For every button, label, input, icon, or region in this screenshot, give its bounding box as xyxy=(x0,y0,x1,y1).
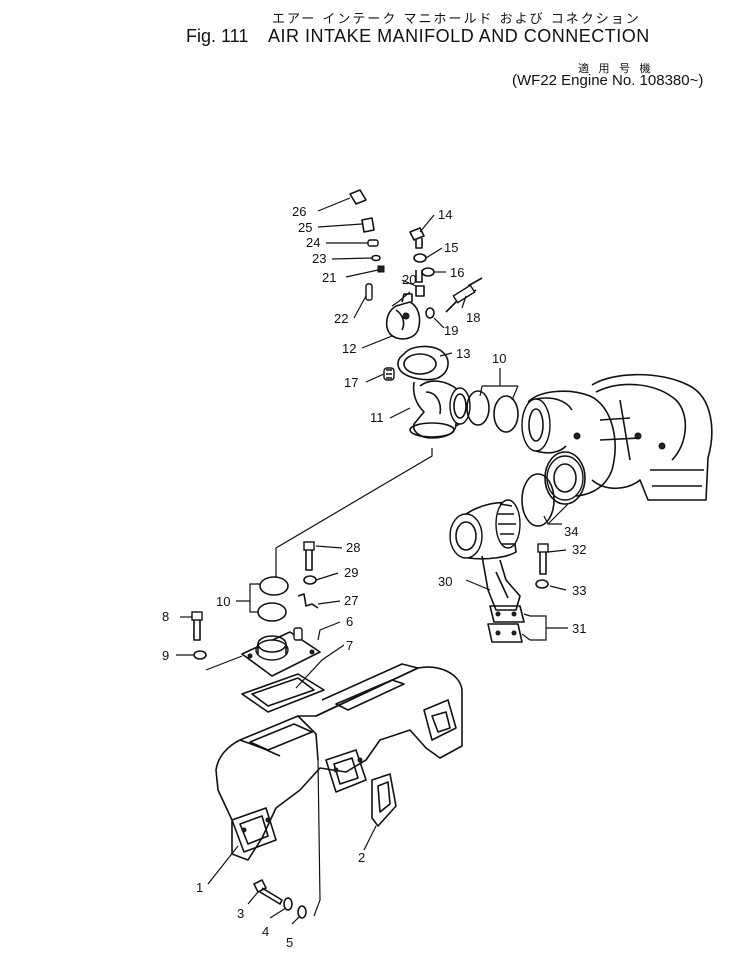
gasket-2 xyxy=(371,773,397,827)
callout-22: 22 xyxy=(334,311,348,326)
o-ring-upper-1 xyxy=(466,390,490,426)
callout-15: 15 xyxy=(444,240,458,255)
callout-31: 31 xyxy=(572,621,586,636)
callout-32: 32 xyxy=(572,542,586,557)
bolt-28-shank xyxy=(305,550,313,571)
callout-27: 27 xyxy=(344,593,358,608)
gasket-7 xyxy=(241,673,325,713)
ring-23 xyxy=(371,254,381,262)
callout-7: 7 xyxy=(346,638,353,653)
callout-34: 34 xyxy=(564,524,578,539)
callout-9: 9 xyxy=(162,648,169,663)
callout-19: 19 xyxy=(444,323,458,338)
o-ring-lower-1 xyxy=(259,576,289,596)
o-ring-lower-2 xyxy=(257,602,287,622)
callout-10-upper: 10 xyxy=(492,351,506,366)
callout-1: 1 xyxy=(196,880,203,895)
flange-6-drawing xyxy=(241,627,321,677)
bolt-14-shank xyxy=(415,270,423,283)
washer-4 xyxy=(283,897,293,911)
washer-29 xyxy=(303,575,317,585)
callout-4: 4 xyxy=(262,924,269,939)
figure-title: AIR INTAKE MANIFOLD AND CONNECTION xyxy=(268,26,650,46)
o-ring-34-a xyxy=(521,473,555,527)
callout-6: 6 xyxy=(346,614,353,629)
gasket-7-inner xyxy=(251,677,315,707)
washer-9 xyxy=(193,650,207,660)
washer-15 xyxy=(413,253,427,263)
thermostat-housing-drawing xyxy=(385,293,421,340)
bolt-14-body xyxy=(415,238,423,249)
bolt-28-head xyxy=(303,541,315,551)
intake-pipe-bracket-drawing xyxy=(449,499,521,611)
callout-5: 5 xyxy=(286,935,293,950)
gasket-13 xyxy=(397,345,449,381)
sensor-18-drawing xyxy=(445,277,483,313)
pin-22 xyxy=(365,283,373,301)
japanese-title: エアー インテーク マニホールド および コネクション xyxy=(272,12,641,27)
applicability-note: (WF22 Engine No. 108380~) xyxy=(512,72,704,89)
callout-11: 11 xyxy=(370,410,384,425)
bracket-27 xyxy=(297,593,319,609)
applicability-japanese: 適 用 号 機 xyxy=(578,62,654,75)
bolt-32-shank xyxy=(539,552,547,575)
bolt-8-head xyxy=(191,611,203,621)
bolt-32-head xyxy=(537,543,549,553)
callout-13: 13 xyxy=(456,346,470,361)
callout-2: 2 xyxy=(358,850,365,865)
callout-29: 29 xyxy=(344,565,358,580)
figure-number: Fig. 111 xyxy=(186,26,249,46)
callout-14: 14 xyxy=(438,207,452,222)
callout-26: 26 xyxy=(292,204,306,219)
o-ring-34-b xyxy=(544,451,586,505)
shim-31-b xyxy=(487,623,523,643)
plug-17-threads xyxy=(386,369,392,379)
callout-30: 30 xyxy=(438,574,452,589)
fitting-25 xyxy=(361,217,375,233)
callout-12: 12 xyxy=(342,341,356,356)
bolt-8-shank xyxy=(193,620,201,641)
washer-33 xyxy=(535,579,549,589)
o-ring-upper-2 xyxy=(493,395,519,433)
washer-5 xyxy=(297,905,307,919)
gasket-2-inner xyxy=(377,781,391,813)
callout-20: 20 xyxy=(402,272,416,287)
leader-lines xyxy=(176,197,569,925)
callout-3: 3 xyxy=(237,906,244,921)
fitting-20 xyxy=(415,285,425,297)
callout-16: 16 xyxy=(450,265,464,280)
shim-31-a xyxy=(489,605,525,623)
nut-21 xyxy=(377,265,385,273)
washer-16 xyxy=(421,267,435,277)
callout-33: 33 xyxy=(572,583,586,598)
elbow-connector-drawing xyxy=(409,380,471,439)
callout-10-lower: 10 xyxy=(216,594,230,609)
callout-28: 28 xyxy=(346,540,360,555)
gasket-13-inner xyxy=(403,353,437,375)
callout-8: 8 xyxy=(162,609,169,624)
turbocharger-drawing xyxy=(521,373,713,501)
washer-19 xyxy=(425,307,435,319)
intake-manifold-drawing xyxy=(215,663,463,861)
callout-24: 24 xyxy=(306,235,320,250)
bolt-3-shank xyxy=(259,887,283,905)
callout-18: 18 xyxy=(466,310,480,325)
fitting-24 xyxy=(367,239,379,247)
elbow-26 xyxy=(349,189,367,205)
callout-25: 25 xyxy=(298,220,312,235)
callout-17: 17 xyxy=(344,375,358,390)
bolt-14-head xyxy=(409,227,425,241)
callout-21: 21 xyxy=(322,270,336,285)
bolt-3-head xyxy=(253,879,267,893)
callout-23: 23 xyxy=(312,251,326,266)
